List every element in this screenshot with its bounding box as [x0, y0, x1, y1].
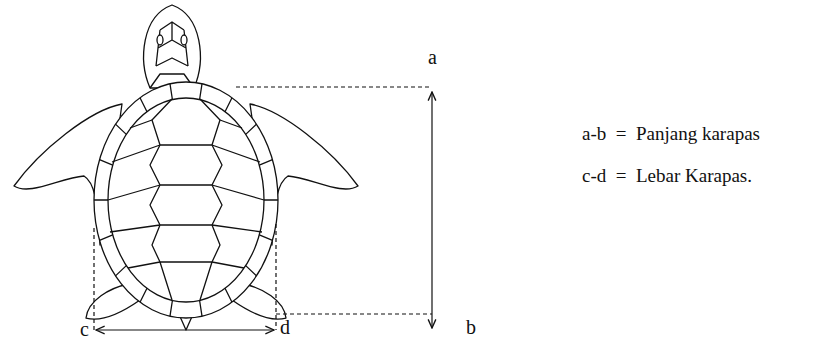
point-letter: c	[80, 318, 89, 340]
turtle-eye	[157, 35, 163, 45]
turtle-head	[144, 5, 201, 88]
dimension-arrow	[96, 329, 274, 330]
guide-line	[236, 86, 432, 87]
marginal-scutes	[94, 84, 278, 316]
guide-line	[276, 313, 432, 314]
turtle-eye	[181, 35, 187, 45]
costal-scutes	[108, 120, 264, 268]
carapace-inner	[108, 98, 264, 302]
point-letter: d	[280, 316, 290, 338]
point-letter: a	[428, 46, 437, 68]
head-scales	[150, 22, 194, 88]
carapace	[94, 82, 278, 318]
vertebral-scutes	[150, 99, 222, 300]
guide-line	[275, 224, 276, 330]
guide-line	[93, 228, 94, 330]
dimension-arrow	[431, 92, 432, 328]
legend-note: a-b = Panjang karapas	[582, 124, 760, 145]
legend-note: c-d = Lebar Karapas.	[582, 166, 752, 187]
point-letter: b	[466, 316, 476, 338]
